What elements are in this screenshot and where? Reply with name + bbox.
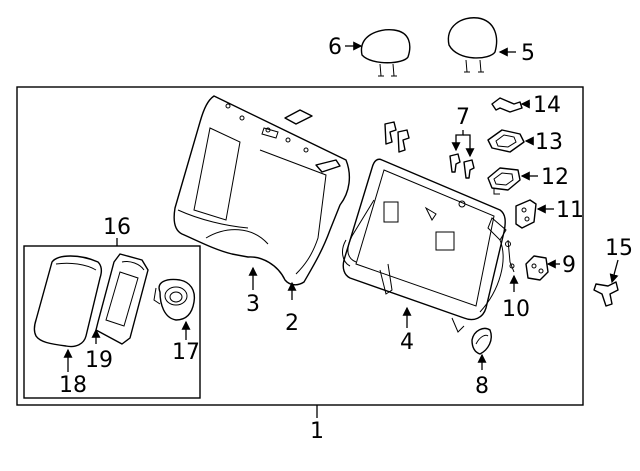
leader-15: [609, 259, 619, 284]
callout-9: 9: [562, 253, 576, 278]
headrest-part-6: [360, 29, 411, 77]
bolt-part-7: [449, 153, 475, 179]
link-rod-part-10: [505, 239, 515, 273]
leader-lines: [63, 41, 619, 418]
callout-7: 7: [456, 105, 470, 130]
release-handle-part-12: [487, 167, 521, 195]
callout-3: 3: [246, 292, 260, 317]
hinge-bracket-pair: [384, 121, 410, 153]
callout-2: 2: [285, 311, 299, 336]
callout-17: 17: [172, 340, 200, 365]
seatback-frame-part-4: [342, 158, 507, 333]
cushion-clip: [284, 109, 313, 125]
headrest-part-5: [447, 17, 498, 73]
lock-plate-part-11: [515, 199, 537, 229]
callout-5: 5: [521, 41, 535, 66]
leader-7: [451, 130, 464, 152]
callout-11: 11: [556, 198, 584, 223]
armrest-pad-part-18: [33, 255, 103, 348]
callout-14: 14: [533, 93, 561, 118]
armrest-subassembly-frame: [23, 245, 201, 399]
callout-8: 8: [475, 374, 489, 399]
striker-part-9: [525, 255, 549, 281]
callout-19: 19: [85, 348, 113, 373]
callout-15: 15: [605, 236, 633, 261]
cover-part-8: [471, 327, 492, 355]
callout-16: 16: [103, 215, 131, 240]
callout-18: 18: [59, 373, 87, 398]
callout-labels: 1 2 3 4 5 6 7 8 9 10 11 12 13 14 15 16 1…: [59, 35, 633, 444]
callout-13: 13: [535, 130, 563, 155]
seatback-cushion-part-3: [173, 95, 351, 286]
clip-part-14: [491, 97, 523, 113]
leader-7b: [463, 134, 475, 158]
bezel-part-13: [487, 129, 525, 153]
cupholder-part-17: [153, 278, 196, 321]
callout-12: 12: [541, 165, 569, 190]
armrest-frame-part-19: [95, 253, 149, 345]
callout-1: 1: [310, 419, 324, 444]
hook-part-15: [593, 281, 619, 307]
callout-6: 6: [328, 35, 342, 60]
assembly-frame: [16, 86, 584, 406]
callout-4: 4: [400, 330, 414, 355]
callout-10: 10: [502, 297, 530, 322]
